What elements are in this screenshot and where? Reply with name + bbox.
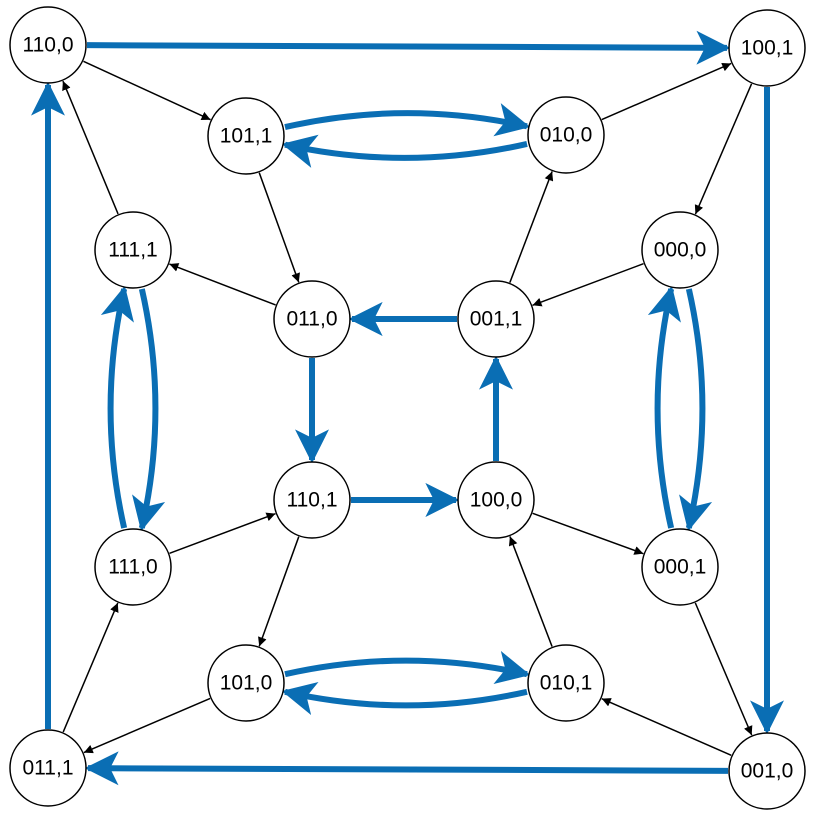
- state-node-011_0: 011,0: [273, 280, 351, 358]
- edge-thick-111_0-to-111_1: [100, 285, 134, 529]
- edge-thin-100_1-to-000_0: [694, 83, 753, 215]
- state-node-000_0: 000,0: [641, 211, 719, 289]
- node-label: 111,0: [108, 556, 157, 579]
- state-node-101_1: 101,1: [207, 97, 285, 175]
- node-circle: [641, 528, 719, 606]
- state-node-100_1: 100,1: [728, 9, 806, 87]
- edge-thick-110_0-to-100_1: [86, 30, 731, 65]
- edge-thin-010_0-to-100_1: [601, 62, 732, 121]
- node-label: 000,0: [654, 239, 707, 262]
- node-circle: [207, 97, 285, 175]
- edge-thin-011_0-to-111_1: [169, 263, 276, 306]
- edge-thick-001_0-to-011_1: [84, 751, 729, 786]
- node-circle: [9, 729, 87, 807]
- node-circle: [728, 732, 806, 810]
- edge-thin-001_0-to-010_1: [601, 697, 732, 757]
- edge-thin-101_0-to-011_1: [83, 697, 211, 754]
- node-circle: [457, 461, 535, 539]
- edge-thick-101_0-to-010_1: [284, 650, 531, 685]
- node-circle: [273, 461, 351, 539]
- edge-thick-010_0-to-101_1: [281, 134, 528, 168]
- node-circle: [207, 644, 285, 722]
- node-circle: [641, 211, 719, 289]
- node-circle: [273, 280, 351, 358]
- node-label: 011,0: [287, 308, 338, 331]
- node-circle: [527, 96, 605, 174]
- state-node-111_1: 111,1: [94, 211, 172, 289]
- node-circle: [527, 644, 605, 722]
- nodes-layer: 110,0 100,1 101,1 010,0 111,1 000,0 011,0 001,1…: [9, 6, 806, 810]
- edge-thick-010_1-to-101_0: [281, 681, 528, 716]
- edge-thin-100_0-to-000_1: [532, 512, 644, 555]
- edge-thin-000_0-to-001_1: [532, 262, 644, 307]
- node-circle: [728, 9, 806, 87]
- state-node-000_1: 000,1: [641, 528, 719, 606]
- state-node-011_1: 011,1: [9, 729, 87, 807]
- edges-layer: [30, 30, 784, 786]
- state-node-110_0: 110,0: [9, 6, 87, 84]
- node-circle: [9, 6, 87, 84]
- state-node-001_1: 001,1: [457, 280, 535, 358]
- node-circle: [94, 528, 172, 606]
- node-label: 100,0: [470, 489, 523, 512]
- state-node-100_0: 100,0: [457, 461, 535, 539]
- node-label: 001,1: [470, 308, 523, 331]
- edge-thin-000_1-to-001_0: [694, 602, 753, 736]
- edge-thin-111_0-to-110_1: [169, 512, 276, 555]
- node-label: 011,1: [23, 757, 74, 780]
- edge-thick-000_0-to-000_1: [679, 288, 713, 532]
- edge-thin-001_1-to-010_0: [509, 171, 554, 283]
- node-label: 010,1: [540, 672, 593, 695]
- state-node-101_0: 101,0: [207, 644, 285, 722]
- edge-thin-110_0-to-101_1: [83, 60, 211, 121]
- edge-thin-011_1-to-111_0: [62, 602, 119, 733]
- node-label: 101,0: [220, 672, 273, 695]
- node-circle: [457, 280, 535, 358]
- node-label: 101,1: [220, 125, 273, 148]
- node-circle: [94, 211, 172, 289]
- node-label: 110,0: [23, 34, 74, 57]
- node-label: 111,1: [108, 239, 157, 262]
- edge-thick-000_1-to-000_0: [647, 285, 681, 529]
- edge-thick-101_1-to-010_0: [284, 103, 531, 137]
- edge-thin-110_1-to-101_0: [258, 536, 300, 647]
- state-node-010_1: 010,1: [527, 644, 605, 722]
- state-node-111_0: 111,0: [94, 528, 172, 606]
- state-node-110_1: 110,1: [273, 461, 351, 539]
- node-label: 000,1: [654, 556, 707, 579]
- edge-thin-111_1-to-110_0: [62, 80, 119, 215]
- edge-thin-010_1-to-100_0: [508, 536, 553, 647]
- state-node-001_0: 001,0: [728, 732, 806, 810]
- node-label: 001,0: [741, 760, 794, 783]
- edge-thin-101_1-to-011_0: [258, 172, 300, 283]
- node-label: 110,1: [287, 489, 338, 512]
- state-node-010_0: 010,0: [527, 96, 605, 174]
- node-label: 010,0: [540, 124, 593, 147]
- node-label: 100,1: [741, 37, 794, 60]
- edge-thick-111_1-to-111_0: [132, 288, 166, 532]
